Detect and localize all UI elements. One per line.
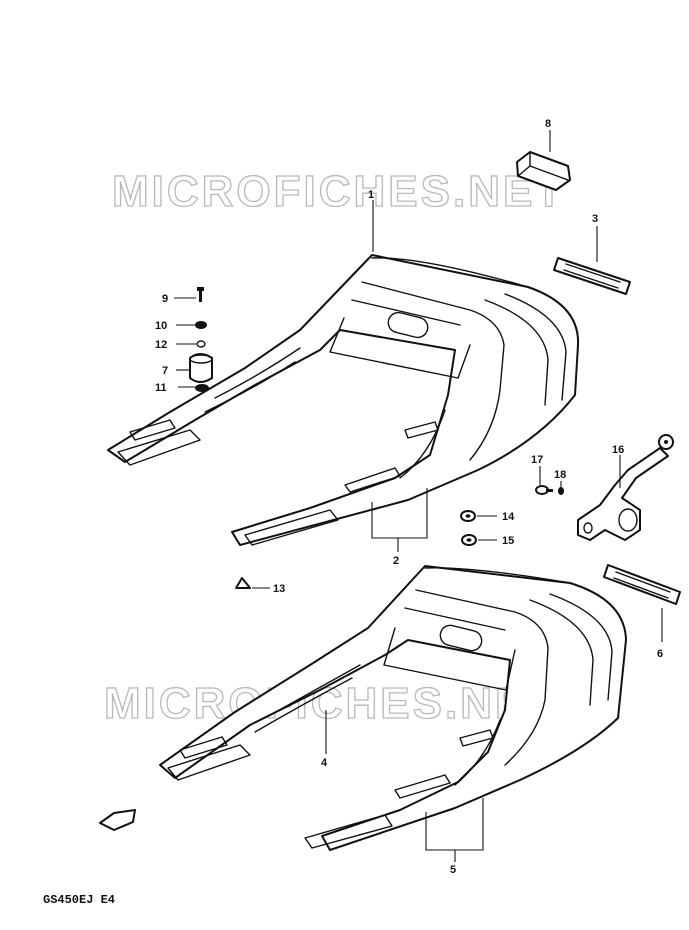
ring-part: [196, 340, 206, 348]
callout-16: 16: [612, 444, 624, 456]
callout-9: 9: [162, 293, 168, 305]
nut-part: [195, 384, 209, 392]
cushion-part: [189, 353, 213, 383]
callout-3: 3: [592, 213, 598, 225]
washer-part: [195, 321, 207, 329]
grommet-part: [460, 510, 476, 522]
callout-1: 1: [368, 189, 374, 201]
screw-part: [535, 485, 553, 495]
grommet-part: [461, 534, 477, 546]
watermark-bottom: MICROFICHES.NET: [104, 679, 557, 728]
callout-5: 5: [450, 864, 456, 876]
leader-lines: [174, 130, 663, 862]
callout-2: 2: [393, 555, 399, 567]
callout-17: 17: [531, 454, 543, 466]
front-arrow-icon: [99, 809, 136, 831]
callout-10: 10: [155, 320, 167, 332]
callout-15: 15: [502, 535, 514, 547]
callout-7: 7: [162, 365, 168, 377]
bolt-part: [197, 287, 204, 302]
callout-13: 13: [273, 583, 285, 595]
nut-part: [558, 487, 564, 495]
bracket-part: [577, 434, 674, 541]
seat-tail-cowl-upper: [107, 254, 580, 546]
callout-6: 6: [657, 648, 663, 660]
emblem-lower: [603, 564, 681, 605]
emblem-upper: [553, 257, 631, 295]
model-code: GS450EJ E4: [43, 893, 115, 907]
callout-4: 4: [321, 757, 328, 769]
rubber-pad-part: [516, 151, 571, 191]
callout-8: 8: [545, 118, 551, 130]
clip-part: [235, 577, 251, 589]
callout-12: 12: [155, 339, 167, 351]
callout-18: 18: [554, 469, 566, 481]
seat-tail-cowl-lower: [159, 565, 627, 851]
callout-14: 14: [502, 511, 515, 523]
callout-11: 11: [155, 382, 167, 394]
watermark-top: MICROFICHES.NET: [112, 167, 565, 216]
